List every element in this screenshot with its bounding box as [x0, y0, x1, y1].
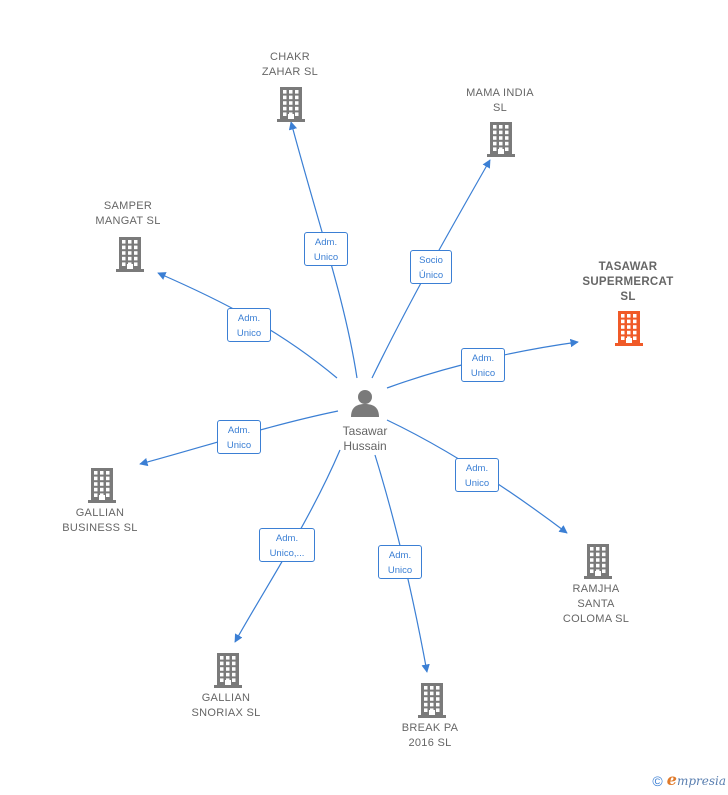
- company-label-mama[interactable]: MAMA INDIA SL: [466, 87, 534, 114]
- company-label-samper[interactable]: SAMPER MANGAT SL: [95, 200, 161, 227]
- building-icon[interactable]: [615, 310, 643, 351]
- building-icon[interactable]: [214, 652, 242, 693]
- brand-logo: empresia: [666, 770, 726, 789]
- person-name[interactable]: Tasawar Hussain: [342, 424, 388, 453]
- person-icon[interactable]: [349, 388, 381, 418]
- edge-label-chakr[interactable]: Adm. Unico: [304, 232, 348, 266]
- footer-brand: ©empresia: [652, 770, 726, 789]
- edge-label-break[interactable]: Adm. Unico: [378, 545, 422, 579]
- company-label-ramjha[interactable]: RAMJHA SANTA COLOMA SL: [562, 583, 630, 625]
- company-label-gallian_business[interactable]: GALLIAN BUSINESS SL: [62, 507, 138, 534]
- building-icon[interactable]: [88, 467, 116, 508]
- edge-label-ramjha[interactable]: Adm. Unico: [455, 458, 499, 492]
- company-label-chakr[interactable]: CHAKR ZAHAR SL: [261, 51, 319, 78]
- edge-label-samper[interactable]: Adm. Unico: [227, 308, 271, 342]
- copyright-icon: ©: [652, 773, 663, 789]
- edge-label-gallian_business[interactable]: Adm. Unico: [217, 420, 261, 454]
- company-label-break[interactable]: BREAK PA 2016 SL: [401, 722, 459, 749]
- edge-label-tasawar[interactable]: Adm. Unico: [461, 348, 505, 382]
- building-icon[interactable]: [116, 236, 144, 277]
- company-label-gallian_snoriax[interactable]: GALLIAN SNORIAX SL: [191, 692, 261, 719]
- building-icon[interactable]: [487, 121, 515, 162]
- edge-label-gallian_snoriax[interactable]: Adm. Unico,...: [259, 528, 315, 562]
- edge-label-mama[interactable]: Socio Único: [410, 250, 452, 284]
- building-icon[interactable]: [277, 86, 305, 127]
- company-label-tasawar[interactable]: TASAWAR SUPERMERCAT SL: [582, 261, 674, 303]
- building-icon[interactable]: [418, 682, 446, 723]
- building-icon[interactable]: [584, 543, 612, 584]
